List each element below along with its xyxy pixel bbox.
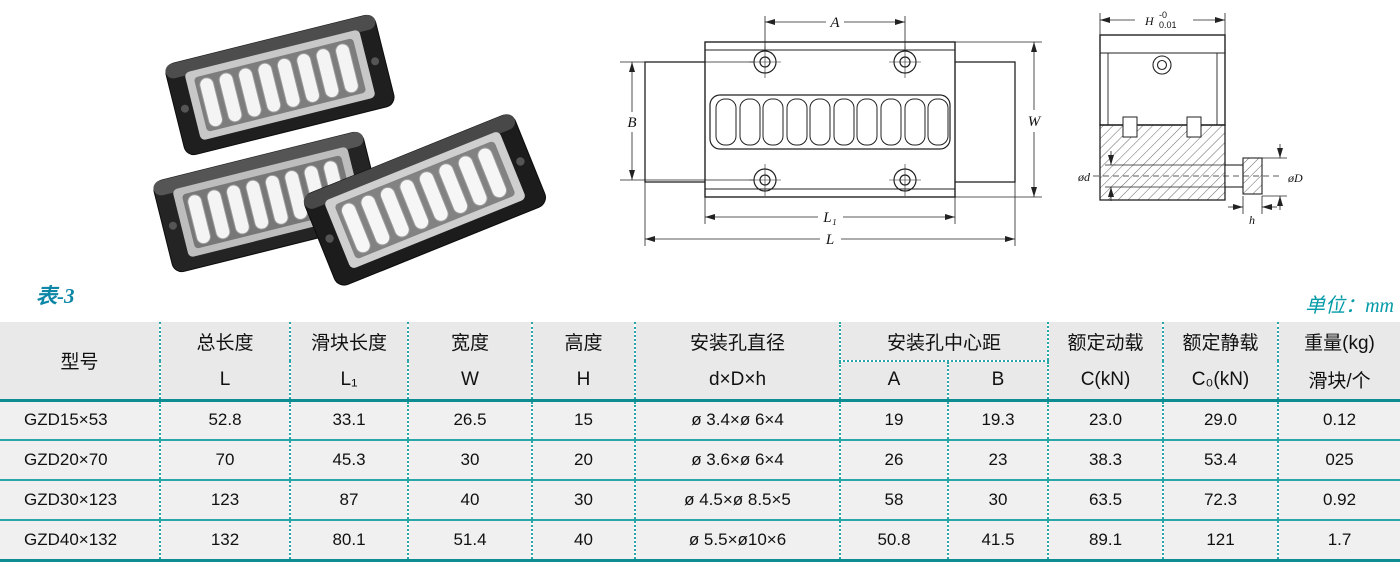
value-cell: 26.5 [407,398,532,441]
col-header-static-load: 额定静载 [1162,322,1279,361]
value-cell: 40 [531,520,635,562]
spec-table: 型号 总长度 滑块长度 宽度 高度 安装孔直径 安装孔中心距 额定动载 额定静载… [0,322,1400,562]
col-subheader-W: W [407,361,532,400]
value-cell: 0.12 [1277,398,1400,441]
value-cell: 23 [946,440,1049,481]
slider-unit-1 [165,14,395,156]
section-view-drawing: H -0 0.01 ød øD h [1077,10,1303,227]
value-cell: 121 [1162,520,1279,562]
col-subheader-dDh: d×D×h [634,361,840,400]
col-subheader-A: A [839,361,948,400]
value-cell: 20 [531,440,635,481]
value-cell: 87 [289,480,408,521]
col-header-slider-length: 滑块长度 [289,322,408,361]
value-cell: 80.1 [289,520,408,562]
header-row-2: L L₁ W H d×D×h A B C(kN) C₀(kN) 滑块/个 [0,361,1400,400]
value-cell: 23.0 [1047,398,1164,441]
value-cell: 52.8 [159,398,290,441]
col-header-model: 型号 [0,322,160,400]
value-cell: ø 3.6×ø 6×4 [634,440,840,481]
col-header-total-length: 总长度 [159,322,290,361]
dim-label-l: L [825,232,834,248]
dim-label-d-large: øD [1287,171,1303,185]
value-cell: 1.7 [1277,520,1400,562]
col-header-height: 高度 [531,322,635,361]
col-subheader-per-slider: 滑块/个 [1277,361,1400,400]
col-header-hole-center-distance: 安装孔中心距 [838,322,1049,362]
value-cell: 025 [1277,440,1400,481]
value-cell: 63.5 [1047,480,1164,521]
slider-unit-3 [303,114,546,286]
value-cell: 30 [407,440,532,481]
value-cell: 45.3 [289,440,408,481]
value-cell: 51.4 [407,520,532,562]
value-cell: 50.8 [839,520,948,562]
col-header-hole-diameter: 安装孔直径 [634,322,840,361]
model-cell: GZD30×123 [0,480,160,521]
value-cell: 15 [531,398,635,441]
model-cell: GZD40×132 [0,520,160,562]
col-header-weight: 重量(kg) [1277,322,1400,361]
top-view-drawing: A B W L₁ L [620,15,1042,248]
dim-label-w: W [1028,114,1042,130]
dim-label-h-tol-upper: -0 [1159,10,1167,20]
value-cell: 123 [159,480,290,521]
value-cell: 19.3 [946,398,1049,441]
value-cell: 132 [159,520,290,562]
spec-table-header: 型号 总长度 滑块长度 宽度 高度 安装孔直径 安装孔中心距 额定动载 额定静载… [0,322,1400,400]
value-cell: 0.92 [1277,480,1400,521]
col-subheader-L1: L₁ [289,361,408,400]
slider-unit-2 [153,131,383,273]
value-cell: 70 [159,440,290,481]
value-cell: 33.1 [289,398,408,441]
dim-label-d-small: ød [1077,170,1091,184]
value-cell: 41.5 [946,520,1049,562]
roller-cells [715,98,949,146]
value-cell: ø 5.5×ø10×6 [634,520,840,562]
dim-label-l1: L₁ [822,210,837,226]
col-subheader-L: L [159,361,290,400]
col-subheader-C0kN: C₀(kN) [1162,361,1279,400]
unit-caption: 单位：mm [1305,295,1394,317]
value-cell: 26 [839,440,948,481]
col-subheader-H: H [531,361,635,400]
value-cell: 30 [531,480,635,521]
value-cell: 29.0 [1162,398,1279,441]
model-cell: GZD15×53 [0,398,160,441]
value-cell: ø 4.5×ø 8.5×5 [634,480,840,521]
col-header-width: 宽度 [407,322,532,361]
dim-label-h-tol-lower: 0.01 [1159,20,1177,30]
value-cell: 58 [839,480,948,521]
header-row-1: 型号 总长度 滑块长度 宽度 高度 安装孔直径 安装孔中心距 额定动载 额定静载… [0,322,1400,400]
value-cell: 53.4 [1162,440,1279,481]
model-cell: GZD20×70 [0,440,160,481]
dim-label-h-base: H [1144,14,1155,28]
value-cell: 40 [407,480,532,521]
value-cell: 38.3 [1047,440,1164,481]
dim-label-a: A [829,15,840,31]
dim-label-b: B [627,115,636,131]
col-header-dynamic-load: 额定动载 [1047,322,1164,361]
table-caption: 表-3 [36,284,75,308]
col-subheader-CkN: C(kN) [1047,361,1164,400]
value-cell: 72.3 [1162,480,1279,521]
value-cell: 19 [839,398,948,441]
col-subheader-B: B [946,361,1049,400]
value-cell: 89.1 [1047,520,1164,562]
value-cell: 30 [946,480,1049,521]
product-photo [153,14,546,286]
value-cell: ø 3.4×ø 6×4 [634,398,840,441]
dim-label-h-depth: h [1249,213,1255,227]
